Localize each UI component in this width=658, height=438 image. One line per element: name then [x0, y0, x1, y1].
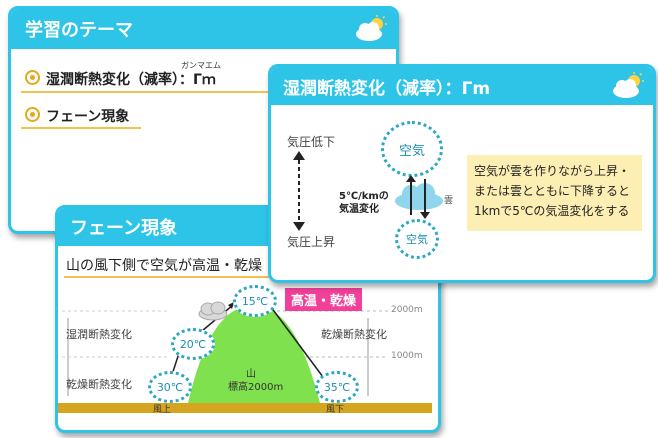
air-bottom-label: 空気 — [406, 233, 428, 246]
temp-bubble-15: 15℃ — [233, 285, 277, 317]
moist-card-header: 湿潤断熱変化（減率）：Γm — [271, 67, 653, 105]
temp-30-label: 30℃ — [156, 380, 184, 394]
pressure-high-label: 気圧上昇 — [287, 235, 336, 249]
temp-20-label: 20℃ — [179, 337, 207, 351]
air-parcel-top: 空気 — [381, 121, 443, 177]
explanation-text: 空気が雲を作りながら上昇・または雲とともに下降すると1kmで5℃の気温変化をする — [474, 164, 631, 219]
foehn-subtitle: 山の風下側で空気が高温・乾燥 — [66, 258, 262, 274]
topic-label: 湿潤断熱変化（減率）：Γｍ — [46, 72, 216, 88]
windward-label: 風上 — [153, 405, 172, 415]
alt-2000-label: 2000m — [391, 305, 423, 315]
flow-arrow-up2-head — [228, 302, 234, 309]
subtitle-underline — [64, 276, 434, 278]
bullet-icon — [25, 70, 40, 85]
sun-cloud-icon — [356, 15, 387, 41]
foehn-diagram — [58, 301, 432, 413]
ground-bar — [58, 403, 432, 413]
mountain-name: 山 — [246, 369, 256, 380]
topic-label: フェーン現象 — [46, 109, 130, 125]
divider — [21, 91, 291, 93]
right-upper-label: 乾燥断熱変化 — [321, 328, 387, 341]
foehn-card-title: フェーン現象 — [70, 218, 178, 239]
lapse-rate-line1: 5℃/kmの — [339, 191, 389, 202]
cloud-label: 雲 — [444, 196, 454, 206]
vertical-double-arrow — [293, 151, 305, 231]
air-top-label: 空気 — [398, 143, 425, 159]
pressure-low-label: 気圧低下 — [287, 135, 336, 149]
divider — [21, 127, 141, 129]
alt-1000-label: 1000m — [391, 351, 423, 361]
temp-bubble-30: 30℃ — [148, 371, 192, 403]
temp-bubble-35: 35℃ — [315, 371, 359, 403]
cloud-icon — [198, 301, 228, 321]
air-parcel-bottom: 空気 — [395, 219, 439, 259]
cloud-with-arrows — [395, 175, 443, 219]
flow-arrow-down — [267, 302, 324, 378]
lapse-rate-line2: 気温変化 — [339, 204, 379, 215]
theme-card-title: 学習のテーマ — [25, 20, 133, 41]
temp-35-label: 35℃ — [323, 380, 351, 394]
hot-dry-badge: 高温・乾燥 — [285, 288, 363, 311]
hot-dry-badge-label: 高温・乾燥 — [291, 294, 357, 309]
temp-bubble-20: 20℃ — [171, 328, 215, 360]
temp-15-label: 15℃ — [241, 294, 269, 308]
mountain-shape — [188, 306, 320, 403]
moist-adiabatic-card: 湿潤断熱変化（減率）：Γm 気圧低下 気圧上昇 5℃/kmの 気温変化 空気 空… — [268, 64, 656, 283]
topic-moist-adiabatic: 湿潤断熱変化（減率）：Γｍ — [25, 69, 216, 89]
moist-card-title: 湿潤断熱変化（減率）：Γm — [283, 79, 491, 99]
bullet-icon — [25, 107, 40, 122]
sun-cloud-icon — [613, 72, 644, 98]
topic-foehn: フェーン現象 — [25, 106, 129, 126]
mountain-height: 標高2000m — [228, 382, 284, 393]
left-lower-label: 乾燥断熱変化 — [66, 378, 132, 391]
theme-card-header: 学習のテーマ — [11, 9, 396, 49]
explanation-box: 空気が雲を作りながら上昇・または雲とともに下降すると1kmで5℃の気温変化をする — [467, 155, 642, 231]
left-upper-label: 湿潤断熱変化 — [66, 328, 132, 341]
leeward-label: 風下 — [326, 405, 345, 415]
gamma-m-ruby: ガンマエム — [181, 61, 221, 70]
